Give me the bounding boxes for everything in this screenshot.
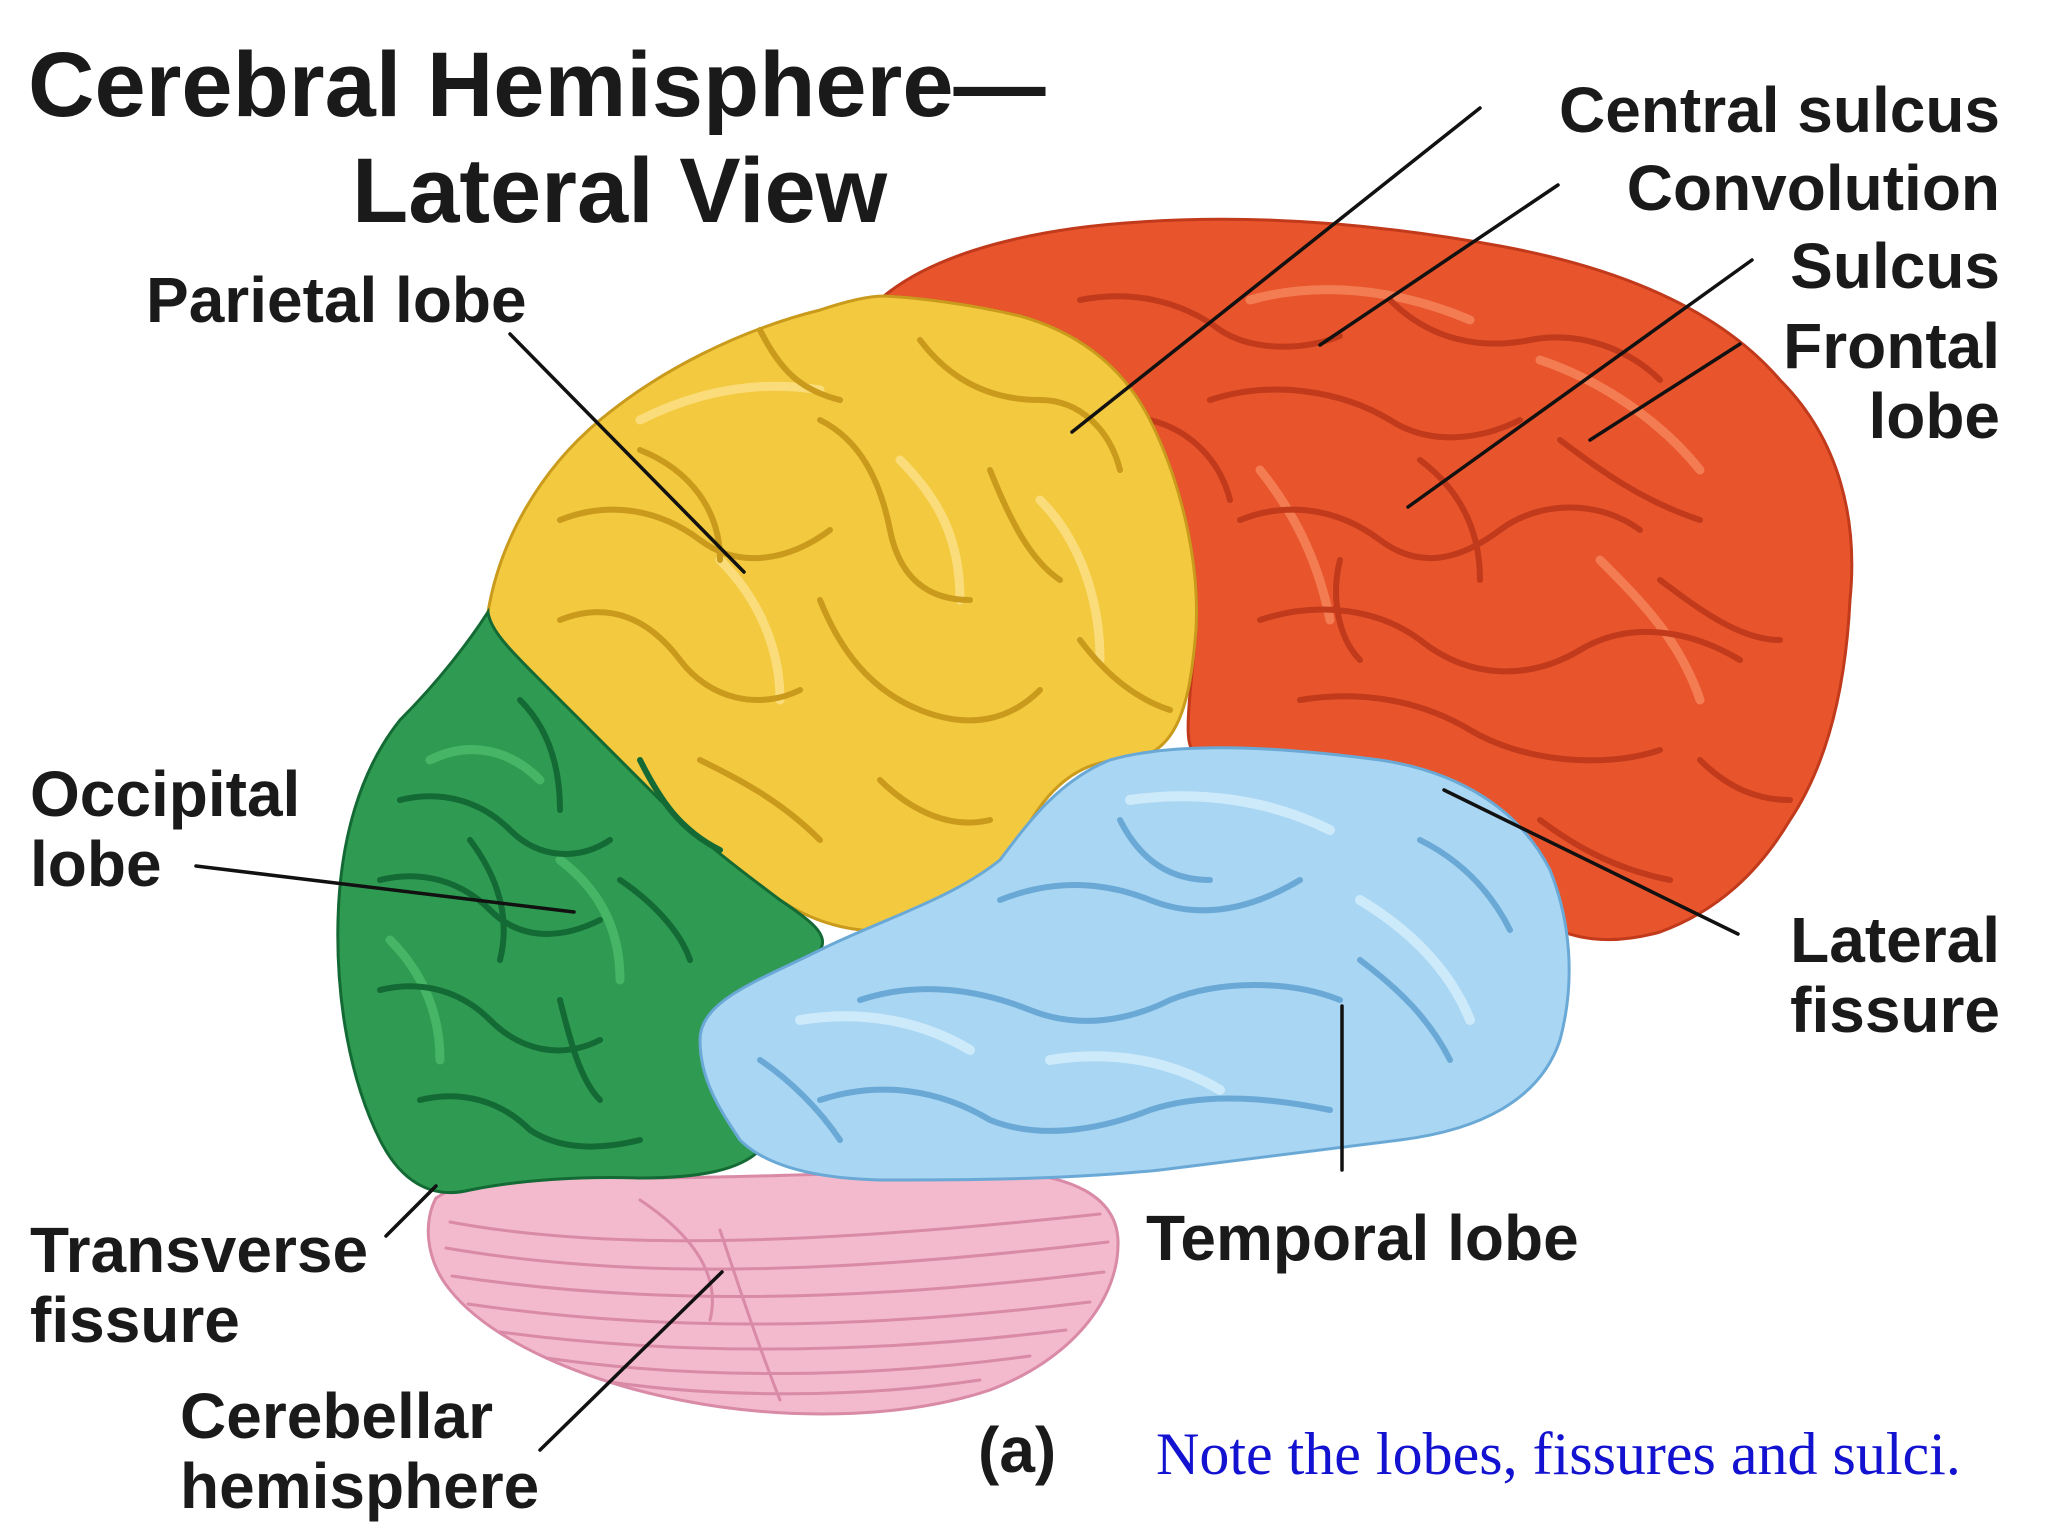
title-line-2: Lateral View — [352, 140, 888, 242]
transverse-fissure-leader — [384, 1184, 438, 1238]
title-line-1: Cerebral Hemisphere— — [28, 34, 1046, 136]
temporal-lobe-shape — [698, 746, 1571, 1182]
sulcus-leader — [1406, 258, 1754, 509]
convolution-leader — [1318, 183, 1560, 347]
frontal-lobe — [880, 217, 1854, 942]
cerebellar-hemisphere-label-line-2: hemisphere — [180, 1450, 539, 1522]
cerebellar-hemisphere-label-line-1: Cerebellar — [180, 1380, 493, 1452]
occipital-lobe-leader — [194, 864, 576, 914]
lateral-fissure-label-line-2: fissure — [1790, 974, 2000, 1046]
convolution-label: Convolution — [1627, 152, 2000, 224]
occipital-lobe-label-line-2: lobe — [30, 828, 162, 900]
sulcus-label: Sulcus — [1790, 230, 2000, 302]
central-sulcus-label: Central sulcus — [1559, 74, 2000, 146]
cerebellar-hemisphere — [426, 1170, 1120, 1416]
frontal-lobe-leader — [1588, 342, 1742, 442]
frontal-lobe-label-line-2: lobe — [1868, 380, 2000, 452]
occipital-lobe-label-line-1: Occipital — [30, 758, 300, 830]
temporal-lobe-label: Temporal lobe — [1146, 1202, 1579, 1274]
parietal-lobe-leader — [508, 332, 746, 574]
lateral-fissure-leader — [1442, 788, 1740, 936]
central-sulcus-leader — [1070, 106, 1482, 434]
frontal-lobe-label-line-1: Frontal — [1783, 310, 2000, 382]
panel-marker: (a) — [978, 1414, 1056, 1486]
parietal-lobe — [486, 294, 1198, 933]
cerebellum-shape — [426, 1170, 1120, 1416]
caption-note: Note the lobes, fissures and sulci. — [1156, 1421, 1961, 1487]
transverse-fissure-label-line-2: fissure — [30, 1284, 240, 1356]
lateral-fissure-label-line-1: Lateral — [1790, 904, 2000, 976]
cerebellar-hemisphere-leader — [538, 1270, 724, 1452]
parietal-lobe-label: Parietal lobe — [146, 264, 527, 336]
transverse-fissure-label-line-1: Transverse — [30, 1214, 368, 1286]
occipital-lobe — [336, 607, 824, 1195]
leader-lines — [194, 106, 1754, 1452]
temporal-lobe — [698, 746, 1571, 1182]
